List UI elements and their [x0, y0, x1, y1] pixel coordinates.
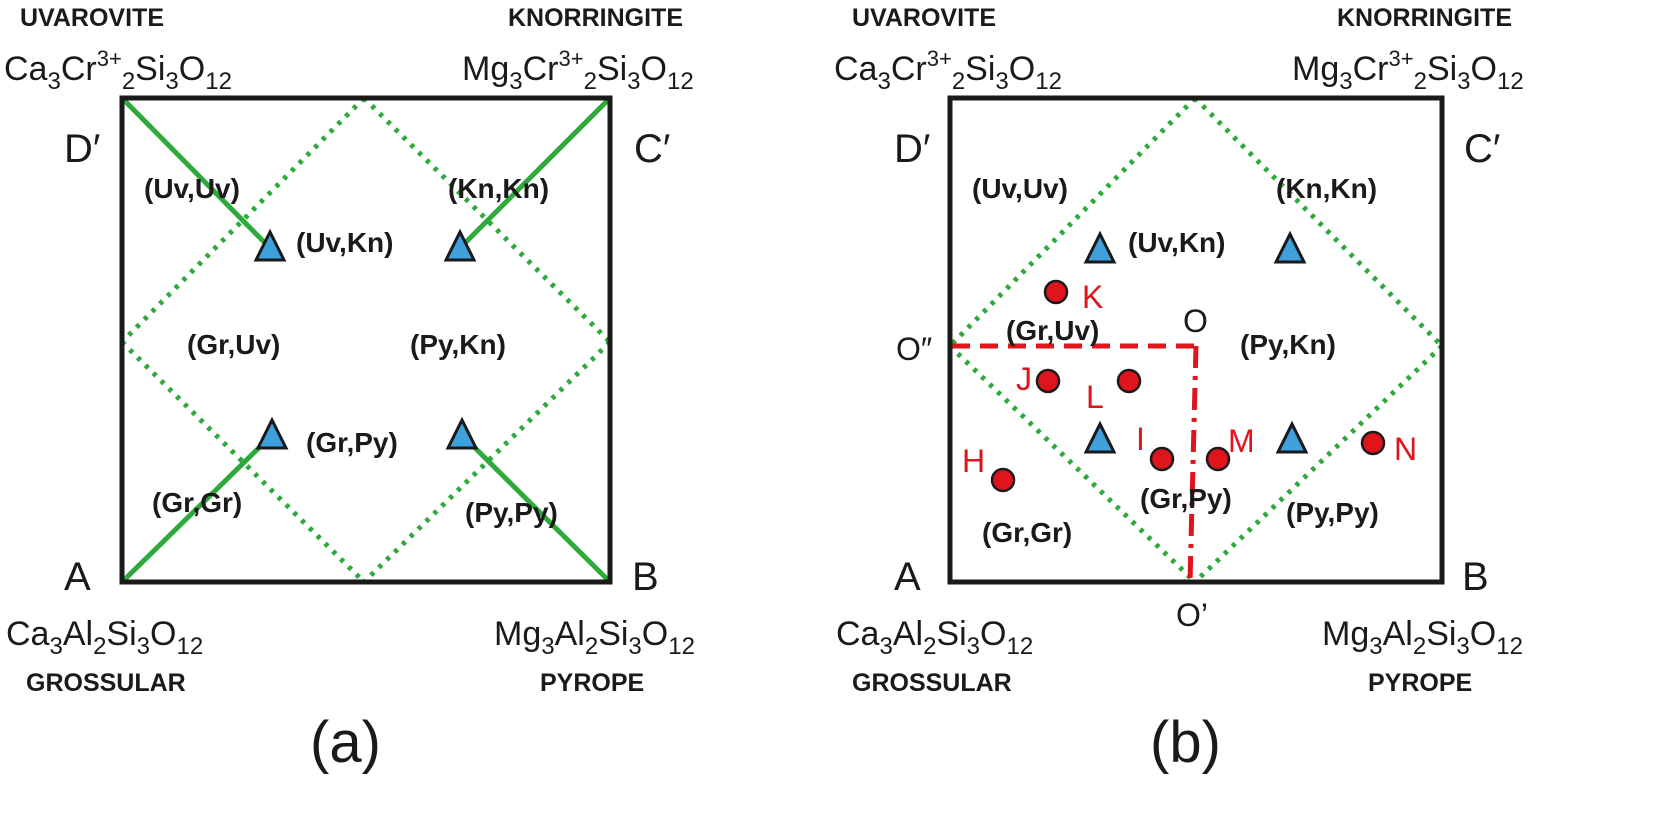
knorringite-label-b: KNORRINGITE [1337, 4, 1512, 32]
triangle-marker-b2 [1273, 230, 1307, 264]
panel-a: UVAROVITE KNORRINGITE Ca3Cr3+2Si3O12 Mg3… [4, 4, 695, 775]
region-gr-gr-a: (Gr,Gr) [152, 487, 242, 518]
uvarovite-formula-a: Ca3Cr3+2Si3O12 [4, 46, 232, 95]
sample-point-m [1205, 446, 1231, 472]
region-uv-uv-b: (Uv,Uv) [972, 173, 1068, 204]
grossular-label-a: GROSSULAR [26, 669, 186, 697]
region-py-py-b: (Py,Py) [1286, 497, 1379, 528]
region-gr-uv-b: (Gr,Uv) [1006, 315, 1099, 346]
point-o-prime-label: O’ [1176, 597, 1208, 633]
triangle-marker-b1 [1083, 230, 1117, 264]
sample-point-i [1149, 446, 1175, 472]
panel-label-a: (a) [310, 710, 381, 775]
sample-label-m: M [1228, 423, 1255, 459]
sample-point-j [1035, 368, 1061, 394]
triangle-marker-a1 [253, 228, 287, 262]
corner-b-label-a: B [632, 555, 659, 599]
square-frame-a [119, 95, 613, 585]
triangle-marker-b3 [1083, 420, 1117, 454]
dotted-line-a2 [362, 96, 612, 344]
corner-d-label-a: D′ [64, 127, 100, 171]
region-py-kn-a: (Py,Kn) [410, 329, 506, 360]
sample-point-l [1116, 368, 1142, 394]
pyrope-formula-b: Mg3Al2Si3O12 [1322, 615, 1523, 660]
region-gr-py-b: (Gr,Py) [1140, 483, 1232, 514]
knorringite-formula-a: Mg3Cr3+2Si3O12 [462, 46, 694, 95]
corner-c-label-b: C′ [1464, 127, 1500, 171]
pyrope-formula-a: Mg3Al2Si3O12 [494, 615, 695, 660]
dotted-line-a3 [120, 340, 366, 584]
dotted-line-b4 [1193, 344, 1444, 584]
sample-point-k [1043, 279, 1069, 305]
dotted-line-b3 [948, 344, 1197, 584]
point-o-double-prime-label: O″ [896, 331, 932, 367]
pyrope-label-a: PYROPE [540, 669, 644, 697]
knorringite-label-a: KNORRINGITE [508, 4, 683, 32]
triangle-marker-a3 [255, 416, 289, 450]
point-o-label: O [1183, 303, 1208, 339]
uvarovite-label-b: UVAROVITE [852, 4, 996, 32]
triangle-marker-a2 [443, 228, 477, 262]
dotted-line-a4 [362, 340, 612, 584]
sample-point-n [1360, 430, 1386, 456]
dotted-line-a1 [120, 96, 366, 344]
corner-b-label-b: B [1462, 555, 1489, 599]
region-uv-uv-a: (Uv,Uv) [144, 173, 240, 204]
knorringite-formula-b: Mg3Cr3+2Si3O12 [1292, 46, 1524, 95]
dotted-line-b1 [948, 96, 1197, 348]
region-uv-kn-a: (Uv,Kn) [296, 227, 393, 258]
solid-diagonal-c-a [458, 96, 612, 250]
panel-label-b: (b) [1150, 710, 1221, 775]
corner-a-label-a: A [64, 555, 91, 599]
solid-diagonal-d-a [120, 96, 272, 250]
sample-point-h [990, 467, 1016, 493]
solid-diagonal-b-a [460, 433, 612, 584]
grossular-formula-b: Ca3Al2Si3O12 [836, 615, 1033, 660]
triangle-marker-b4 [1275, 420, 1309, 454]
pyrope-label-b: PYROPE [1368, 669, 1472, 697]
grossular-formula-a: Ca3Al2Si3O12 [6, 615, 203, 660]
red-dashdot-line-o-o-prime [1187, 345, 1199, 583]
region-uv-kn-b: (Uv,Kn) [1128, 227, 1225, 258]
sample-label-h: H [962, 443, 985, 479]
region-py-kn-b: (Py,Kn) [1240, 329, 1336, 360]
corner-d-label-b: D′ [894, 127, 930, 171]
solid-diagonal-a-a [120, 433, 274, 584]
sample-label-l: L [1086, 379, 1104, 415]
uvarovite-label-a: UVAROVITE [20, 4, 164, 32]
region-kn-kn-a: (Kn,Kn) [448, 173, 549, 204]
grossular-label-b: GROSSULAR [852, 669, 1012, 697]
region-py-py-a: (Py,Py) [465, 497, 558, 528]
square-frame-b [947, 95, 1445, 585]
sample-label-j: J [1016, 361, 1032, 397]
corner-a-label-b: A [894, 555, 921, 599]
triangle-marker-a4 [445, 416, 479, 450]
sample-label-i: I [1136, 421, 1145, 457]
uvarovite-formula-b: Ca3Cr3+2Si3O12 [834, 46, 1062, 95]
region-gr-gr-b: (Gr,Gr) [982, 517, 1072, 548]
dotted-line-b2 [1193, 96, 1444, 348]
sample-label-k: K [1082, 279, 1103, 315]
region-gr-py-a: (Gr,Py) [306, 427, 398, 458]
region-gr-uv-a: (Gr,Uv) [187, 329, 280, 360]
panel-b: UVAROVITE KNORRINGITE Ca3Cr3+2Si3O12 Mg3… [834, 4, 1524, 775]
corner-c-label-a: C′ [634, 127, 670, 171]
region-kn-kn-b: (Kn,Kn) [1276, 173, 1377, 204]
sample-label-n: N [1394, 431, 1417, 467]
